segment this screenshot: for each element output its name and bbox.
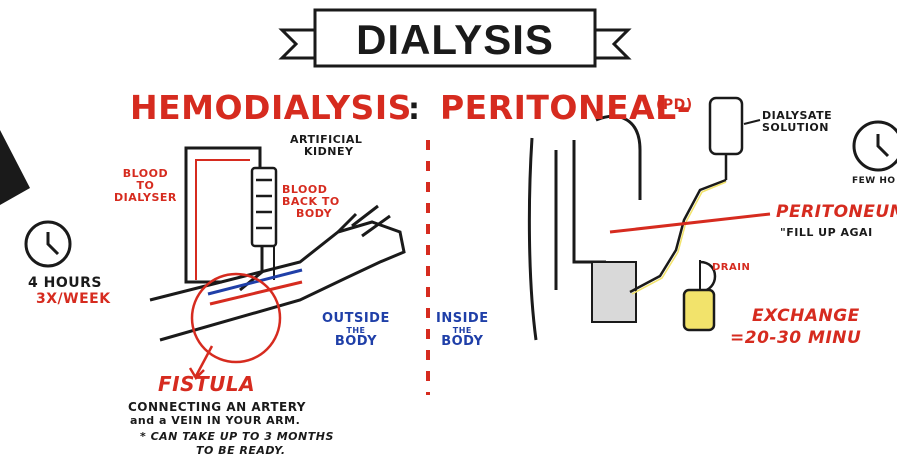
hemodialysis-heading: HEMODIALYSIS [130,88,412,127]
pd-tubing [630,180,726,292]
peritoneum-pointer [610,214,770,232]
vein-line [210,282,302,304]
fistula-note-2: TO BE READY. [196,444,286,457]
fistula-note-1: * CAN TAKE UP TO 3 MONTHS [140,430,334,443]
duration-label: 4 HOURS [28,276,102,290]
peritoneal-cavity [592,262,636,322]
pd-abbreviation: (PD) [656,97,693,113]
drain-label: DRAIN [712,262,750,273]
peritoneum-label: PERITONEUM [776,202,897,222]
exchange-label: EXCHANGE [752,306,860,326]
fill-up-label: "FILL UP AGAI [780,226,873,239]
blood-to-dialyser-label: BLOOD TO DIALYSER [114,168,177,204]
artificial-kidney [252,168,276,246]
few-hours-label: FEW HO [852,176,896,186]
fistula-label: FISTULA [158,372,255,396]
exchange-time-label: =20-30 MINU [730,328,861,348]
clock-icon-left [26,222,70,266]
blood-back-to-body-label: BLOOD BACK TO BODY [282,184,340,220]
fistula-description-1: CONNECTING AN ARTERY [128,400,306,414]
frequency-label: 3X/WEEK [36,292,111,306]
inside-body-label: INSIDE THE BODY [436,312,489,349]
dialysate-pointer [744,120,760,124]
drain-bag [684,260,714,330]
clock-icon-right [854,122,897,170]
dialysate-bag [710,98,742,180]
edge-shape [0,130,30,205]
peritoneal-heading: PERITONEAL- [440,88,691,127]
artificial-kidney-label: ARTIFICIAL KIDNEY [290,134,362,158]
dialysate-solution-label: DIALYSATE SOLUTION [762,110,832,134]
outside-body-label: OUTSIDE THE BODY [322,312,390,349]
fistula-description-2: and a VEIN IN YOUR ARM. [130,414,300,427]
page-title: DIALYSIS [335,16,575,64]
heading-separator: : [408,92,421,127]
